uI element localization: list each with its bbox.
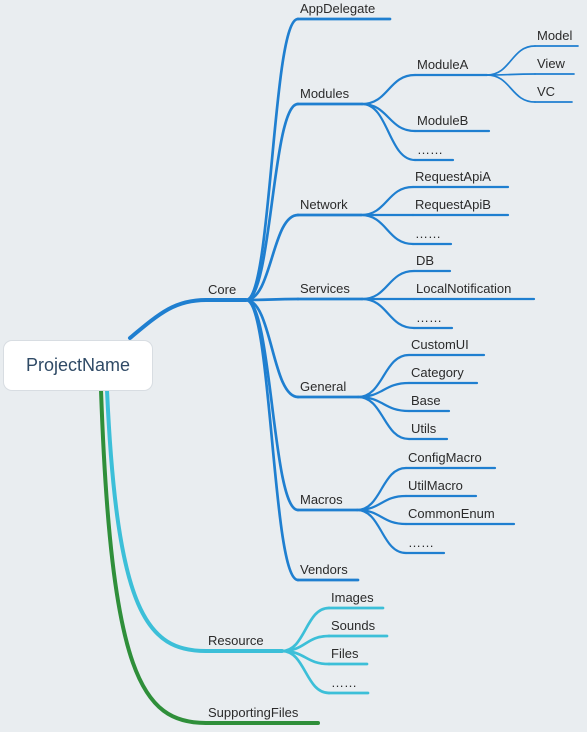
node-b0-c5-c0[interactable]: ConfigMacro <box>408 450 482 465</box>
edge-b0-c1-c0-c0 <box>486 45 536 76</box>
node-b0-c2-c1[interactable]: RequestApiB <box>415 197 491 212</box>
node-b0-c1-c0-c0[interactable]: Model <box>537 28 573 43</box>
node-b0-c1-c0[interactable]: ModuleA <box>417 57 469 72</box>
node-b0-c0[interactable]: AppDelegate <box>300 1 375 16</box>
node-b0-c2-c0[interactable]: RequestApiA <box>415 169 491 184</box>
node-b2[interactable]: SupportingFiles <box>208 705 299 720</box>
edge-resource <box>105 388 208 653</box>
node-b0-c1-c0-c2[interactable]: VC <box>537 84 555 99</box>
node-b0-c4-c0[interactable]: CustomUI <box>411 337 469 352</box>
edge-supportingfiles <box>99 388 208 725</box>
node-b0-c5-c3[interactable]: …… <box>408 535 434 550</box>
node-b0-c1-c2[interactable]: …… <box>417 142 443 157</box>
edge-b0-c2-c0 <box>359 185 415 217</box>
node-b0-c3-c0[interactable]: DB <box>416 253 434 268</box>
node-b1-c2[interactable]: Files <box>331 646 359 661</box>
node-b1-c0[interactable]: Images <box>331 590 374 605</box>
edge-core <box>128 298 208 340</box>
node-b0-c2-c2[interactable]: …… <box>415 226 441 241</box>
edge-b0-c4-c3 <box>356 395 411 441</box>
node-b0-c1[interactable]: Modules <box>300 86 350 101</box>
edge-b0-c2-c2 <box>359 213 415 246</box>
node-b0[interactable]: Core <box>208 282 236 297</box>
node-b0-c5-c1[interactable]: UtilMacro <box>408 478 463 493</box>
root-node-label: ProjectName <box>25 355 131 375</box>
node-b0-c4[interactable]: General <box>300 379 346 394</box>
edge-b0-c1-c2 <box>360 102 417 162</box>
node-b0-c3[interactable]: Services <box>300 281 350 296</box>
edge-b0-c2 <box>244 213 300 302</box>
edge-b0-c4 <box>244 298 300 399</box>
node-b0-c1-c0-c1[interactable]: View <box>537 56 566 71</box>
edge-b0-c3 <box>244 297 300 302</box>
node-b0-c4-c2[interactable]: Base <box>411 393 441 408</box>
node-b0-c4-c3[interactable]: Utils <box>411 421 437 436</box>
connector-lines <box>99 17 579 725</box>
edge-b0-c6 <box>244 298 300 582</box>
edge-b0-c5-c3 <box>355 508 408 555</box>
edge-b0-c1-c0-c1 <box>486 73 536 76</box>
edge-b0-c1 <box>244 102 300 302</box>
node-b1-c1[interactable]: Sounds <box>331 618 376 633</box>
node-b0-c1-c1[interactable]: ModuleB <box>417 113 468 128</box>
node-b0-c5-c2[interactable]: CommonEnum <box>408 506 495 521</box>
edge-b0-c5 <box>244 298 300 512</box>
node-b0-c3-c1[interactable]: LocalNotification <box>416 281 511 296</box>
edge-b0-c1-c1 <box>360 102 417 133</box>
node-b1[interactable]: Resource <box>208 633 264 648</box>
edge-b0-c1-c0-c2 <box>486 74 536 103</box>
node-b0-c3-c2[interactable]: …… <box>416 310 442 325</box>
edge-b0-c1-c0 <box>360 73 417 106</box>
node-b0-c4-c1[interactable]: Category <box>411 365 464 380</box>
root-node[interactable]: ProjectName <box>4 341 152 390</box>
edge-b1-c3 <box>280 649 331 695</box>
edge-b0-c3-c0 <box>360 269 416 301</box>
node-b1-c3[interactable]: …… <box>331 675 357 690</box>
node-b0-c2[interactable]: Network <box>300 197 348 212</box>
node-b0-c6[interactable]: Vendors <box>300 562 348 577</box>
edge-b0-c3-c2 <box>360 297 416 330</box>
node-b0-c5[interactable]: Macros <box>300 492 343 507</box>
edge-b0-c0 <box>244 17 300 302</box>
